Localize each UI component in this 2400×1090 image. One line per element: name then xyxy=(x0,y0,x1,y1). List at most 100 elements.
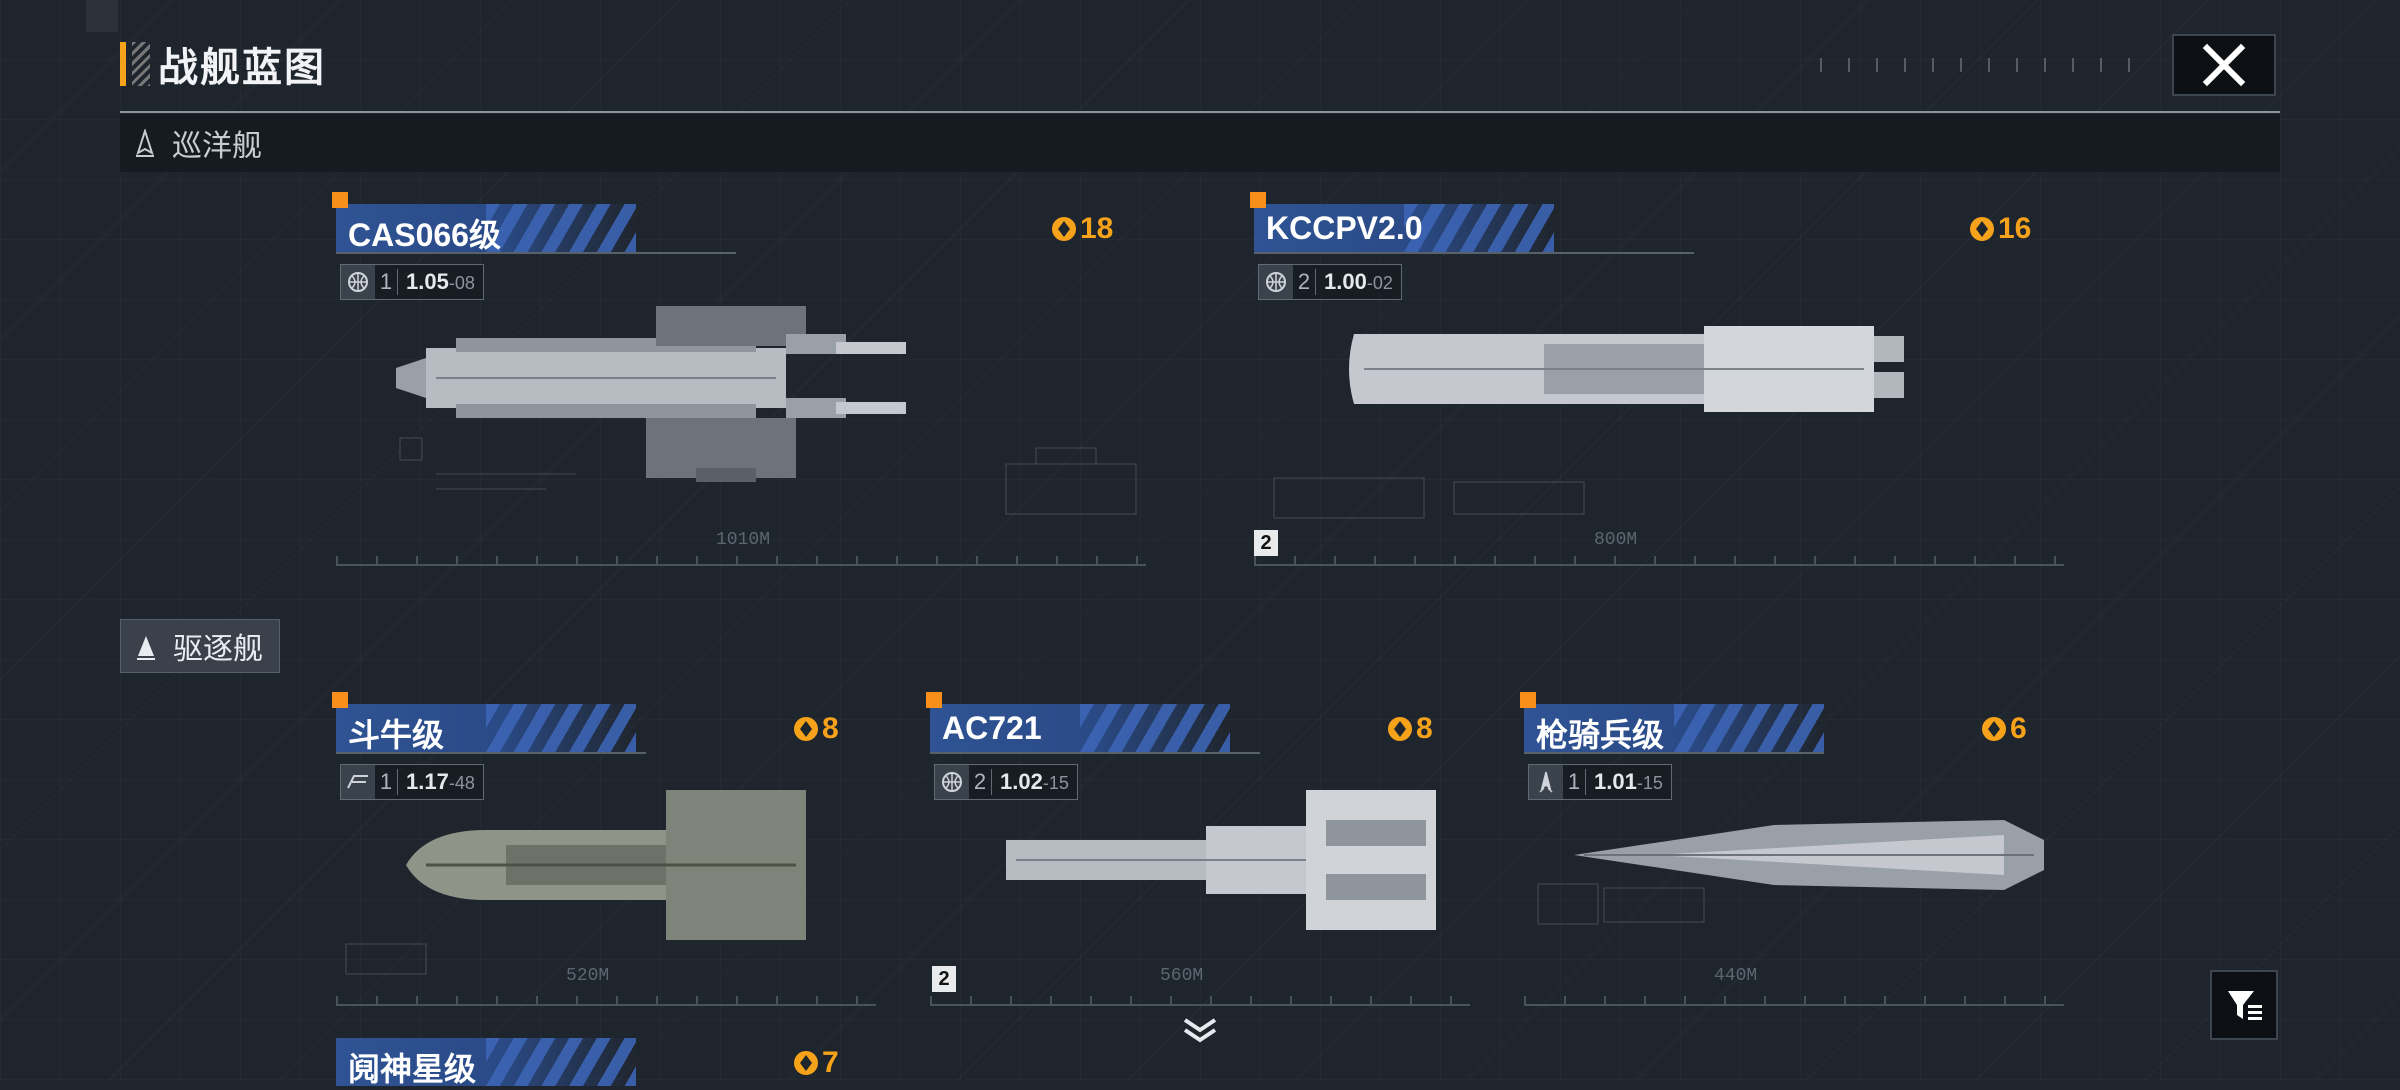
filter-button[interactable] xyxy=(2210,970,2278,1040)
ship-length: 800M xyxy=(1594,530,1638,550)
ship-cost: 8 xyxy=(1386,712,1433,746)
ship-image xyxy=(1574,820,2044,890)
globe-icon xyxy=(1259,265,1293,299)
ship-image xyxy=(396,306,906,482)
globe-icon xyxy=(341,265,375,299)
ship-version: 1.00-02 xyxy=(1316,269,1401,295)
ship-image xyxy=(1006,790,1436,930)
ship-level: 1 xyxy=(375,769,398,795)
name-stripes xyxy=(1080,704,1230,752)
corner-decoration xyxy=(86,0,118,32)
scale-ticks xyxy=(1524,996,2064,1006)
version-sub: -48 xyxy=(448,773,475,793)
cost-value: 8 xyxy=(822,712,839,745)
gear-badge-icon xyxy=(1052,217,1076,241)
lead-line xyxy=(1524,752,1824,754)
lead-line xyxy=(336,252,736,254)
lead-line xyxy=(930,752,1260,754)
ship-stat: 1 1.17-48 xyxy=(340,764,484,800)
ship-version: 1.05-08 xyxy=(398,269,483,295)
version-main: 1.17 xyxy=(406,769,449,794)
lead-line xyxy=(336,752,646,754)
category-label: 巡洋舰 xyxy=(172,130,262,163)
ship-level: 1 xyxy=(1563,769,1586,795)
ship-version: 1.02-15 xyxy=(992,769,1077,795)
gear-badge-icon xyxy=(1982,717,2006,741)
cost-value: 18 xyxy=(1080,212,1114,245)
scale-ticks xyxy=(930,996,1470,1006)
header-divider xyxy=(120,111,2280,113)
cruiser-icon xyxy=(136,129,154,157)
ship-length: 560M xyxy=(1160,966,1204,986)
blueprint-detail xyxy=(1273,477,1585,519)
chevron-down-icon[interactable] xyxy=(1181,1016,1219,1044)
version-sub: -08 xyxy=(448,273,475,293)
version-main: 1.05 xyxy=(406,269,449,294)
ship-cost: 6 xyxy=(1980,712,2027,746)
ship-length: 520M xyxy=(566,966,610,986)
blueprint-schematic xyxy=(1005,447,1137,515)
name-stripes xyxy=(486,204,636,252)
gear-badge-icon xyxy=(1388,717,1412,741)
page-title: 战舰蓝图 xyxy=(158,46,326,90)
name-stripes xyxy=(486,704,636,752)
new-marker xyxy=(1250,192,1266,208)
cost-value: 8 xyxy=(1416,712,1433,745)
ship-cost: 8 xyxy=(792,712,839,746)
ship-cost: 7 xyxy=(792,1046,839,1080)
ship-image xyxy=(1349,326,1904,412)
ship-length: 440M xyxy=(1714,966,1758,986)
filter-icon xyxy=(2228,991,2262,1020)
ship-name: AC721 xyxy=(942,710,1042,746)
scale-ticks xyxy=(336,556,1146,566)
tier-badge: 2 xyxy=(932,966,956,992)
ship-image xyxy=(406,790,806,940)
ship-level: 2 xyxy=(969,769,992,795)
cost-value: 6 xyxy=(2010,712,2027,745)
new-marker xyxy=(332,192,348,208)
scale-ticks xyxy=(1254,556,2064,566)
ship-stat: 2 1.00-02 xyxy=(1258,264,1402,300)
ship-length: 1010M xyxy=(716,530,771,550)
side-ruler xyxy=(2320,330,2360,830)
title-accent xyxy=(120,42,126,86)
ship-name: 枪骑兵级 xyxy=(1536,717,1665,753)
blueprint-detail xyxy=(399,437,576,490)
gear-badge-icon xyxy=(1970,217,1994,241)
version-main: 1.00 xyxy=(1324,269,1367,294)
ship-stat: 1 1.01-15 xyxy=(1528,764,1672,800)
name-stripes xyxy=(486,1038,636,1086)
lead-line xyxy=(1254,252,1694,254)
version-main: 1.01 xyxy=(1594,769,1637,794)
ship-name: KCCPV2.0 xyxy=(1266,210,1423,246)
category-label: 驱逐舰 xyxy=(173,633,263,666)
ship-version: 1.01-15 xyxy=(1586,769,1671,795)
name-stripes xyxy=(1674,704,1824,752)
ship-version: 1.17-48 xyxy=(398,769,483,795)
ship-name: CAS066级 xyxy=(348,217,501,253)
version-sub: -15 xyxy=(1042,773,1069,793)
title-stripe xyxy=(132,42,150,86)
close-icon xyxy=(2202,43,2246,87)
version-main: 1.02 xyxy=(1000,769,1043,794)
cost-value: 16 xyxy=(1998,212,2032,245)
ship-name: 阋神星级 xyxy=(348,1051,477,1087)
ship-level: 2 xyxy=(1293,269,1316,295)
scale-ticks xyxy=(336,996,876,1006)
header-ticks xyxy=(1820,58,2140,72)
blueprint-detail xyxy=(345,943,427,975)
ship-cost: 16 xyxy=(1968,212,2031,246)
ship-stat: 2 1.02-15 xyxy=(934,764,1078,800)
gear-badge-icon xyxy=(794,717,818,741)
category-cruiser[interactable]: 巡洋舰 xyxy=(120,114,2280,172)
destroyer-icon xyxy=(137,636,155,660)
faction-icon xyxy=(341,765,375,799)
close-button[interactable] xyxy=(2172,34,2276,96)
category-destroyer[interactable]: 驱逐舰 xyxy=(120,619,280,673)
rocket-icon xyxy=(1529,765,1563,799)
cost-value: 7 xyxy=(822,1046,839,1079)
tier-badge: 2 xyxy=(1254,530,1278,556)
blueprint-detail xyxy=(1537,883,1705,925)
new-marker xyxy=(926,692,942,708)
